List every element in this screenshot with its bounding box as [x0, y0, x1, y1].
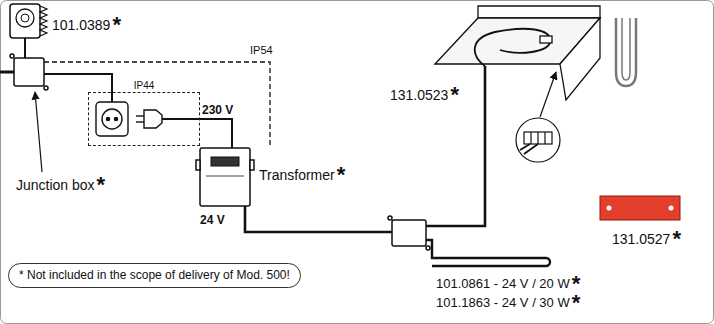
transformer-symbol: [196, 148, 254, 206]
terminal-inset-part: [530, 132, 531, 144]
red-plate-part: [607, 206, 612, 211]
note-box: * Not included in the scope of delivery …: [8, 263, 301, 288]
leader-arrow-part: [35, 92, 42, 172]
transformer-symbol-part: [196, 160, 200, 170]
not-included-mark: *: [112, 14, 121, 36]
terminal-inset-part: [524, 132, 552, 144]
transformer-symbol-part: [211, 157, 239, 166]
heating-tray: [435, 6, 600, 100]
not-included-mark: *: [450, 84, 459, 106]
socket-and-plug-part: [96, 102, 128, 136]
voltage-label: 230 V: [202, 104, 233, 116]
part-name: Transformer: [259, 168, 335, 182]
socket-and-plug-part: [144, 110, 162, 128]
heater-element: [616, 18, 636, 86]
terminal-inset-part: [540, 72, 556, 117]
node-text: IP44: [134, 80, 155, 91]
wires-part: [162, 119, 232, 148]
node-text: * Not included in the scope of delivery …: [19, 269, 290, 282]
part-number: 101.0861 - 24 V / 20 W: [436, 277, 570, 290]
part-number: 131.0527: [612, 232, 670, 246]
red-plate: [600, 196, 680, 220]
wires-part: [0, 71, 14, 74]
socket-and-plug: [96, 102, 162, 136]
not-included-mark: *: [672, 228, 681, 250]
heating-tray-part: [475, 29, 550, 66]
junction-box-symbol-part: [10, 54, 14, 58]
part-number: 101.1863 - 24 V / 30 W: [436, 296, 570, 309]
socket-and-plug-part: [114, 117, 117, 120]
terminal-inset: [516, 72, 560, 162]
transformer-symbol-part: [250, 160, 254, 170]
protection-class: IP54: [250, 45, 273, 56]
not-included-mark: *: [337, 164, 346, 186]
part-number: 131.0523: [390, 88, 448, 102]
junction-box-symbol-part: [14, 58, 44, 86]
thermostat-symbol-part: [10, 4, 40, 38]
wires-part: [426, 240, 550, 266]
terminal-inset-part: [516, 118, 560, 162]
heater-element-part: [622, 18, 630, 80]
terminal-inset-part: [544, 132, 545, 144]
thermostat-symbol-part: [16, 9, 34, 27]
part-name: Junction box: [16, 178, 95, 192]
junction-box-symbol-part: [426, 246, 430, 250]
heating-tray-part: [478, 6, 600, 18]
transformer-symbol-part: [206, 176, 244, 177]
terminal-inset-part: [537, 132, 538, 144]
socket-and-plug-part: [136, 115, 144, 116]
wires: [0, 38, 550, 266]
thermostat-symbol: [10, 4, 47, 38]
wires-part: [44, 62, 270, 148]
transformer-symbol-part: [200, 148, 250, 206]
not-included-mark: *: [572, 292, 581, 314]
red-plate-part: [669, 206, 674, 211]
ip44-enclosure: IP44: [88, 92, 200, 146]
thermostat-symbol-part: [21, 14, 29, 22]
part-number: 101.0389: [52, 18, 110, 32]
junction-box-symbol-part: [44, 86, 48, 90]
heating-tray-part: [540, 36, 552, 43]
terminal-inset-part: [520, 144, 538, 154]
wires-part: [44, 74, 112, 102]
junction-box-symbol-part: [392, 220, 426, 246]
junction-box-symbol-part: [388, 216, 392, 220]
socket-and-plug-part: [136, 121, 144, 122]
socket-and-plug-part: [102, 109, 122, 129]
junction-box-symbol: [10, 54, 430, 250]
voltage-label: 24 V: [200, 214, 225, 226]
leader-arrow: [35, 92, 42, 172]
socket-and-plug-part: [106, 117, 109, 120]
not-included-mark: *: [97, 174, 106, 196]
heating-tray-part: [560, 18, 600, 100]
wires-part: [24, 38, 26, 58]
wires-part: [245, 206, 392, 232]
red-plate-part: [600, 196, 680, 220]
heater-element-part: [616, 18, 636, 86]
thermostat-symbol-part: [40, 6, 47, 36]
